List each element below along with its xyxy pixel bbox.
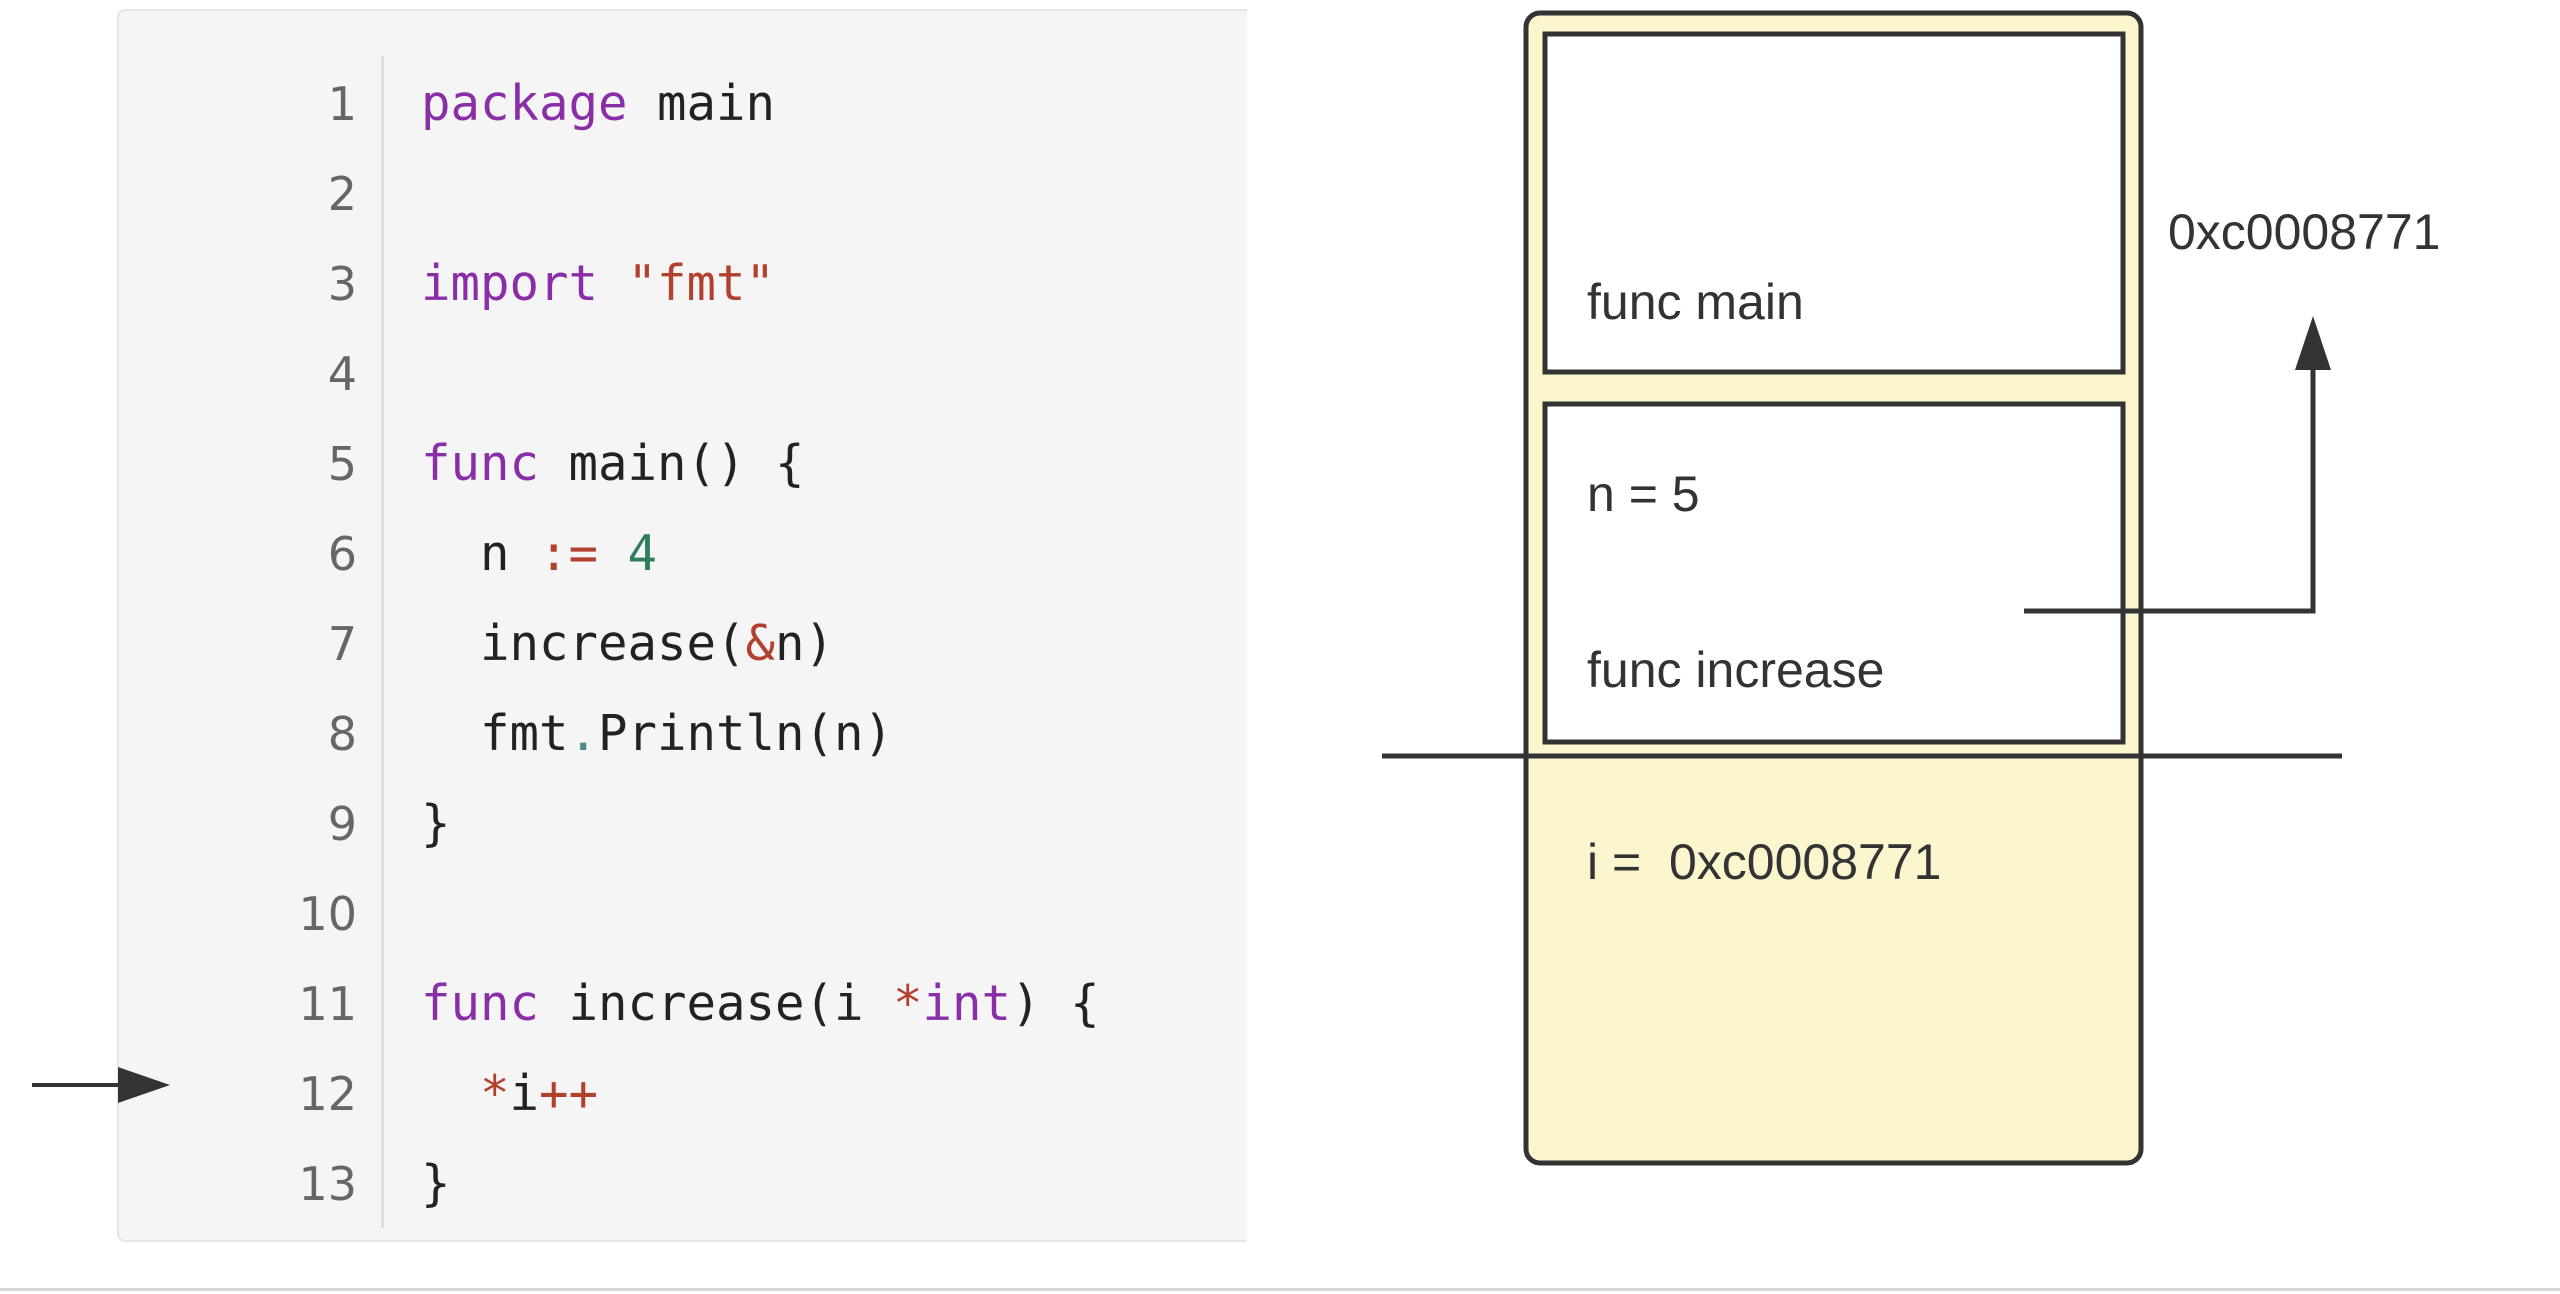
code-token: }: [421, 795, 451, 852]
line-number: 12: [298, 1067, 357, 1121]
code-token: func: [421, 975, 540, 1032]
frame-increase-label: func increase i = 0xc0008771: [1587, 510, 1941, 958]
code-token: int: [922, 975, 1012, 1032]
frame-increase-title: func increase: [1587, 642, 1885, 698]
code-text: increase(&n): [421, 599, 834, 689]
line-number: 4: [327, 347, 357, 401]
code-line: 3 import "fmt": [119, 239, 1249, 329]
pointer-arrow: [2024, 316, 2331, 614]
code-line: 11 func increase(i *int) {: [119, 959, 1249, 1049]
code-panel: 1 package main 2 3 import "fmt" 4 5 func main()…: [117, 9, 1247, 1242]
gutter-divider: [381, 56, 384, 1228]
code-line: 2: [119, 149, 1249, 239]
code-line: 12 *i++: [119, 1049, 1249, 1139]
code-token: main() {: [539, 435, 805, 492]
code-token: ++: [539, 1065, 599, 1122]
line-number: 1: [327, 77, 357, 131]
line-number: 8: [327, 707, 357, 761]
code-line: 13}: [119, 1139, 1249, 1229]
frame-main-title: func main: [1587, 274, 1804, 330]
code-token: package: [421, 75, 628, 132]
code-token: ) {: [1011, 975, 1100, 1032]
code-text: }: [421, 1139, 451, 1229]
code-token: func: [421, 435, 540, 492]
code-token: increase(i: [539, 975, 894, 1032]
stack-frame-increase: [1542, 401, 2126, 745]
code-text: func increase(i *int) {: [421, 959, 1100, 1049]
code-token: *: [480, 1065, 510, 1122]
code-line: 1 package main: [119, 59, 1249, 149]
code-line: 4: [119, 329, 1249, 419]
current-line-arrow-head: [118, 1067, 170, 1103]
pointer-arrow-path: [2024, 360, 2316, 614]
code-token: import: [421, 255, 599, 312]
code-token: main: [627, 75, 776, 132]
code-text: }: [421, 779, 451, 869]
line-number: 3: [327, 257, 357, 311]
line-number: 6: [327, 527, 357, 581]
code-line: 6 n := 4: [119, 509, 1249, 599]
code-text: package main: [421, 59, 775, 149]
code-token: .: [568, 705, 599, 762]
code-token: i: [509, 1065, 540, 1122]
code-token: n: [421, 525, 540, 582]
code-line: 10: [119, 869, 1249, 959]
code-text: fmt.Println(n): [421, 689, 893, 779]
line-number: 7: [327, 617, 357, 671]
line-number: 10: [298, 887, 357, 941]
code-token: increase(: [421, 615, 746, 672]
code-line: 8 fmt.Println(n): [119, 689, 1249, 779]
pointer-arrow-head: [2295, 316, 2331, 370]
code-token: }: [421, 1155, 451, 1212]
code-text: import "fmt": [421, 239, 775, 329]
code-text: n := 4: [421, 509, 657, 599]
code-token: 4: [627, 525, 658, 582]
line-number: 5: [327, 437, 357, 491]
code-line: 7 increase(&n): [119, 599, 1249, 689]
code-token: &: [745, 615, 776, 672]
code-text: func main() {: [421, 419, 805, 509]
code-text: *i++: [421, 1049, 598, 1139]
frame-main-label: func main n = 5: [1587, 142, 1804, 590]
current-line-arrow: [32, 1067, 170, 1103]
frame-main-value: n = 5: [1587, 466, 1700, 522]
line-number: 11: [298, 977, 357, 1031]
stack-frame-main: [1542, 31, 2126, 375]
line-number: 2: [327, 167, 357, 221]
code-token: fmt: [421, 705, 569, 762]
code-token: n): [775, 615, 835, 672]
line-number: 13: [298, 1157, 357, 1211]
code-line: 9}: [119, 779, 1249, 869]
code-token: Println(n): [598, 705, 894, 762]
frame-increase-value: i = 0xc0008771: [1587, 834, 1942, 890]
pointer-target-address: 0xc0008771: [2168, 204, 2441, 260]
code-token: "fmt": [627, 255, 776, 312]
bottom-divider: [0, 1288, 2560, 1291]
line-number: 9: [327, 797, 357, 851]
code-line: 5 func main() {: [119, 419, 1249, 509]
code-token: :=: [539, 525, 599, 582]
code-token: *: [893, 975, 923, 1032]
